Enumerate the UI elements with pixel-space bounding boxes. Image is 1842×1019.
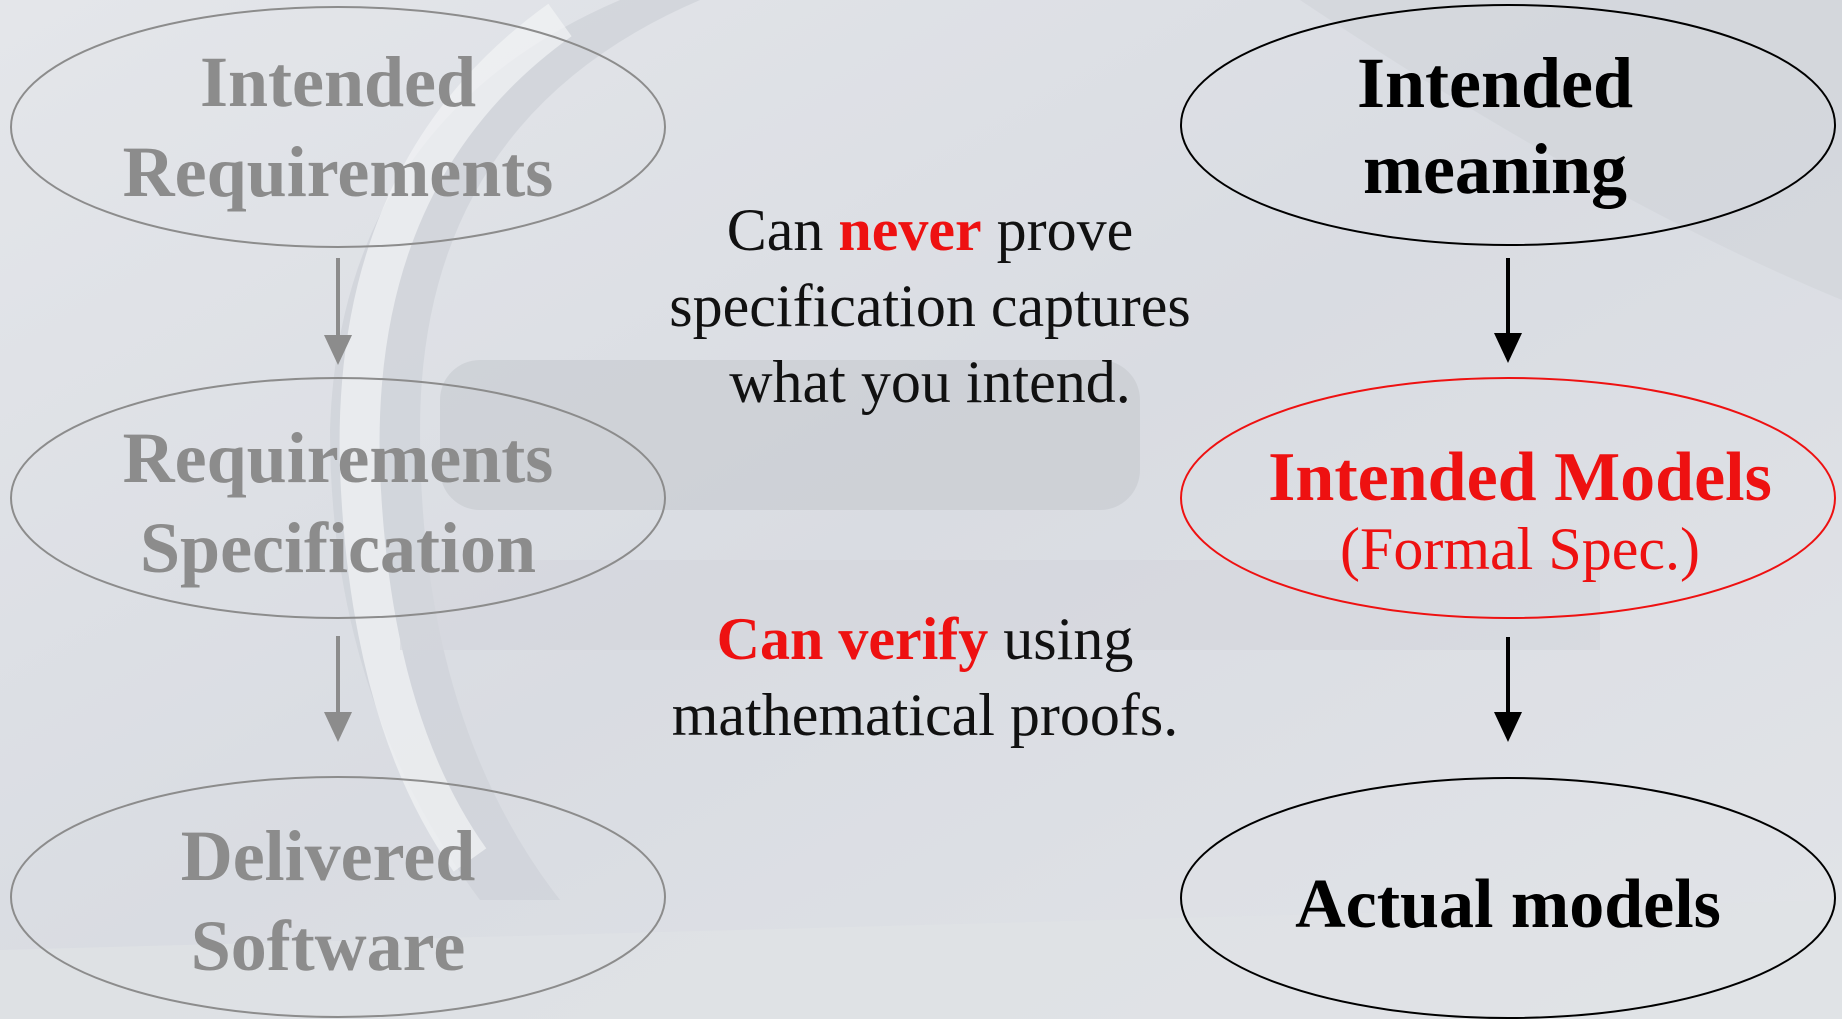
- note2-post: using: [988, 606, 1134, 672]
- left-node2-line1: Requirements: [122, 417, 554, 498]
- right-node3-ellipse: [1180, 777, 1836, 1019]
- left-node3-line1: Delivered: [180, 815, 476, 896]
- right-arrow2: [1494, 637, 1522, 742]
- right-node1-line1: Intended: [1356, 42, 1634, 123]
- right-arrow1: [1494, 258, 1522, 363]
- left-arrow2: [324, 636, 352, 742]
- note-can-verify: Can verify using mathematical proofs.: [640, 601, 1210, 753]
- left-node2-ellipse: [10, 377, 666, 619]
- left-node3-label: Delivered Software: [20, 808, 636, 993]
- left-node1-line1: Intended: [199, 42, 477, 122]
- note-never-prove: Can never prove specification captures w…: [640, 192, 1220, 421]
- left-node1-ellipse: [10, 6, 666, 248]
- left-node2-line2: Specification: [140, 507, 536, 588]
- right-node2-line2: (Formal Spec.): [1340, 515, 1700, 582]
- note1-emphasis: never: [838, 197, 982, 263]
- right-node3-label: Actual models: [1200, 860, 1816, 950]
- left-arrow1: [324, 258, 352, 365]
- right-node2-label: Intended Models (Formal Spec.): [1200, 428, 1840, 593]
- right-node3-line1: Actual models: [1295, 866, 1721, 943]
- note2-line1: Can verify using: [640, 601, 1210, 677]
- note2-emphasis: Can verify: [716, 606, 989, 672]
- right-node2-ellipse: [1180, 377, 1836, 619]
- left-node3-ellipse: [10, 776, 666, 1018]
- note1-line2: specification captures: [669, 273, 1191, 340]
- left-node2-label: Requirements Specification: [30, 410, 646, 595]
- right-node1-label: Intended meaning: [1190, 38, 1800, 213]
- note1-pre: Can: [726, 197, 839, 263]
- left-node3-line2: Software: [190, 905, 466, 986]
- note1-post: prove: [981, 197, 1134, 263]
- note2-line2: mathematical proofs.: [671, 682, 1179, 749]
- note1-line1: Can never prove: [640, 192, 1220, 268]
- right-node1-ellipse: [1180, 4, 1836, 246]
- note1-line3: what you intend.: [729, 349, 1131, 416]
- right-node2-line1: Intended Models: [1268, 438, 1772, 516]
- right-node1-line2: meaning: [1362, 128, 1628, 209]
- left-node1-label: Intended Requirements: [30, 27, 646, 227]
- left-node1-line2: Requirements: [122, 132, 554, 212]
